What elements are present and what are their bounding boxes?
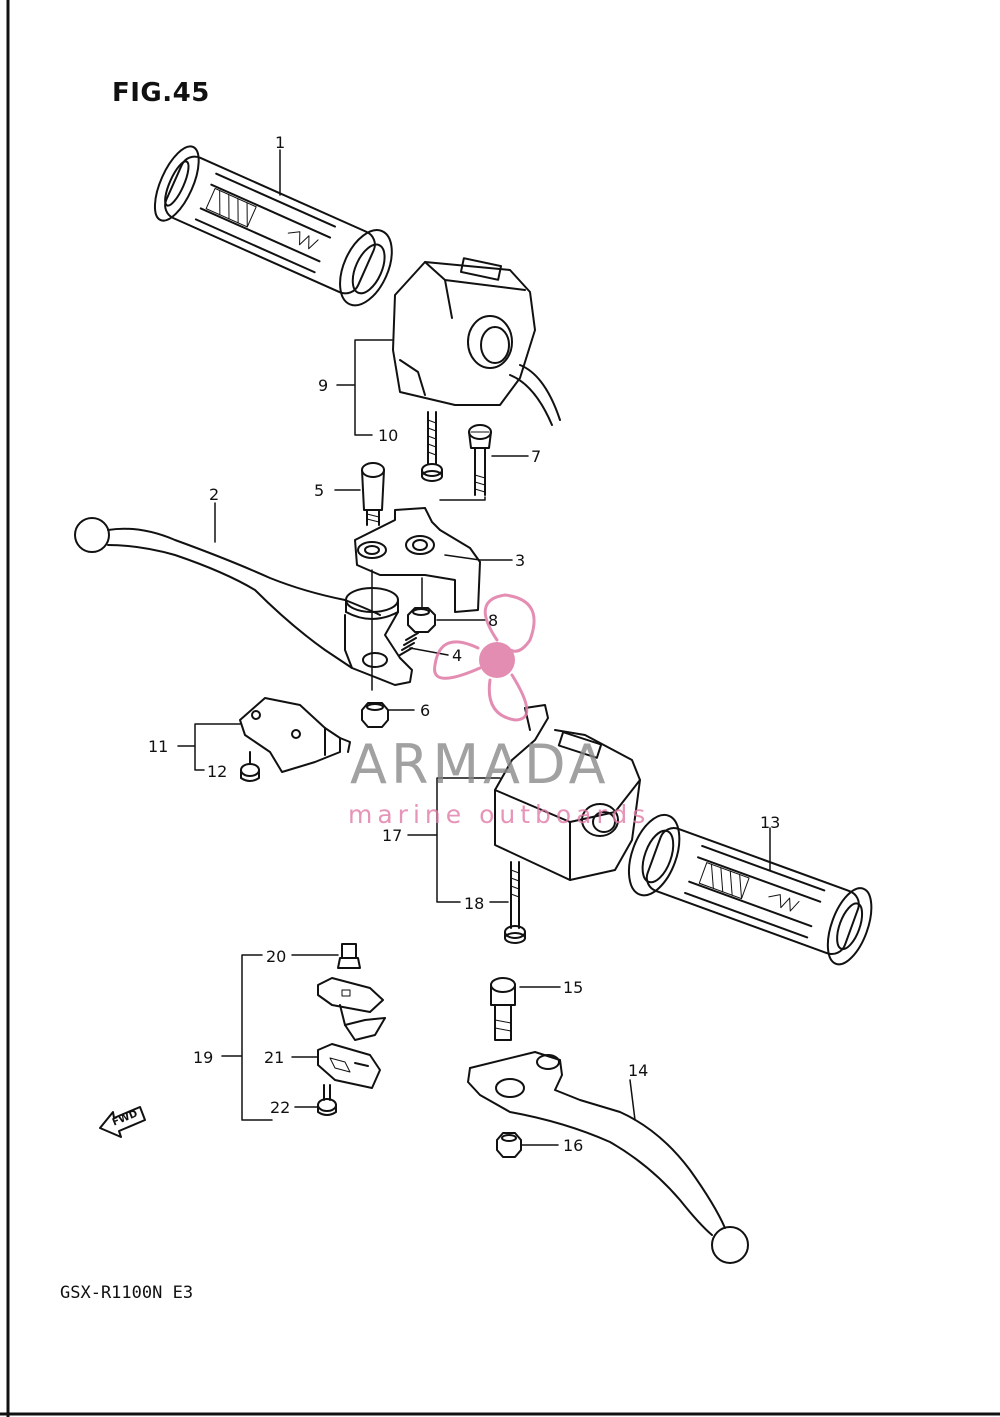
callout-19: 19 (193, 1048, 214, 1067)
model-caption: GSX-R1100N E3 (60, 1283, 194, 1303)
pivot-bolt-5-part (361, 462, 385, 526)
callout-11: 11 (148, 737, 169, 756)
nut-16-part (496, 1132, 522, 1158)
nut-8-part (407, 577, 436, 633)
callout-6: 6 (420, 701, 431, 720)
brake-lever-part (74, 517, 381, 669)
fwd-arrow-icon (99, 1106, 146, 1138)
watermark-subtitle: marine outboards (348, 800, 651, 829)
callout-leader-lines (177, 149, 771, 1146)
callout-13: 13 (760, 813, 781, 832)
figure-title: FIG.45 (112, 78, 210, 108)
callout-2: 2 (209, 485, 220, 504)
callout-12: 12 (207, 762, 228, 781)
screw-22-part (317, 1084, 337, 1116)
watermark-name: ARMADA (350, 733, 610, 796)
spring-4-part (399, 632, 419, 656)
screw-18-part (504, 861, 526, 944)
screw-10-part (421, 411, 443, 482)
grip-left-part (153, 145, 393, 307)
switch-20-part (337, 943, 361, 969)
pivot-bolt-15-part (490, 977, 516, 1041)
callout-7: 7 (531, 447, 542, 466)
callout-20: 20 (266, 947, 287, 966)
screw-7-part (468, 424, 492, 496)
callout-17: 17 (382, 826, 403, 845)
callout-10: 10 (378, 426, 399, 445)
callout-5: 5 (314, 481, 325, 500)
callout-8: 8 (488, 611, 499, 630)
callout-18: 18 (464, 894, 485, 913)
screw-12-part (240, 751, 260, 782)
clutch-switch-part (317, 977, 386, 1089)
callout-9: 9 (318, 376, 329, 395)
callout-15: 15 (563, 978, 584, 997)
grip-right-part (627, 813, 873, 966)
callout-21: 21 (264, 1048, 285, 1067)
callout-22: 22 (270, 1098, 291, 1117)
right-handle-switch-part (392, 257, 561, 426)
clutch-lever-part (467, 1051, 749, 1264)
master-cylinder-bracket-part (344, 507, 481, 691)
callout-14: 14 (628, 1061, 649, 1080)
callout-1: 1 (275, 133, 286, 152)
callout-4: 4 (452, 646, 463, 665)
armada-logo-icon (433, 593, 536, 722)
brake-light-switch-part (239, 697, 351, 773)
callout-16: 16 (563, 1136, 584, 1155)
callout-3: 3 (515, 551, 526, 570)
nut-6-part (361, 702, 389, 728)
